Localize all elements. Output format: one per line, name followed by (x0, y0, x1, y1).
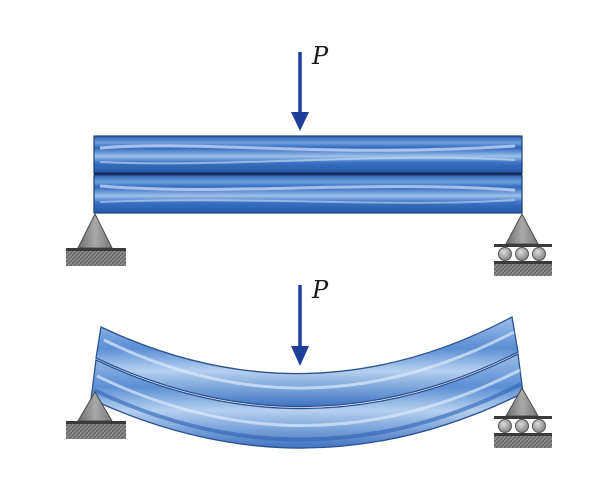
down-arrow-icon (291, 52, 309, 131)
pin-support-icon (66, 212, 126, 266)
roller-support-icon (494, 212, 552, 276)
upper-plank-bent (95, 316, 519, 408)
upper-plank (93, 135, 523, 174)
bent-beam (90, 316, 524, 449)
load-label-top: P (311, 42, 329, 70)
bent-beam-assembly: P (66, 276, 552, 449)
straight-beam (93, 135, 523, 214)
pin-support-icon (66, 391, 126, 439)
lower-plank (93, 174, 523, 214)
load-label-bottom: P (311, 276, 329, 304)
straight-beam-assembly: P (66, 42, 552, 276)
down-arrow-icon (291, 285, 309, 366)
roller-support-icon (494, 386, 552, 448)
